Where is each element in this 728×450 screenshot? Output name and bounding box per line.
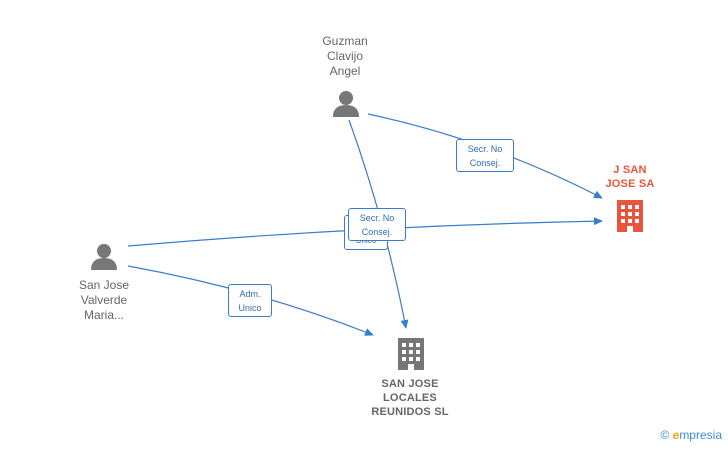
edge-label-line: Consej. [469,158,501,168]
edge-label-line: Unico [238,303,262,313]
person-icon[interactable] [91,244,117,270]
person-label-san-jose[interactable]: San Jose Valverde Maria... [56,278,152,323]
company-label-j-san-jose[interactable]: J SAN JOSE SA [590,163,670,191]
company-label-san-jose-locales[interactable]: SAN JOSE LOCALES REUNIDOS SL [355,377,465,419]
company-name-line: REUNIDOS SL [371,406,449,418]
person-name-line: San Jose [78,278,130,292]
empresia-watermark[interactable]: © empresia [660,428,722,442]
edge-label-line: Secr. No [359,213,395,223]
edge-label-line: Secr. No [467,144,503,154]
building-icon[interactable] [398,338,424,370]
copyright-symbol: © [660,428,670,442]
person-name-line: Valverde [80,293,128,307]
brand-name: mpresia [679,428,722,442]
edge-label-sanjose-locales: Adm. Unico [228,284,272,317]
person-name-line: Maria... [83,308,124,322]
edge-label-line: Consej. [361,227,393,237]
person-name-line: Guzman [322,34,368,48]
building-icon[interactable] [617,200,643,232]
person-label-guzman[interactable]: Guzman Clavijo Angel [300,34,390,79]
company-name-line: JOSE SA [605,178,655,190]
edge-label-line: Adm. [239,289,261,299]
company-name-line: SAN JOSE [381,378,439,390]
person-name-line: Clavijo [326,49,363,63]
person-name-line: Angel [329,64,361,78]
company-name-line: J SAN [613,164,647,176]
edge-label-guzman-jsan: Secr. No Consej. [456,139,514,172]
company-name-line: LOCALES [383,392,437,404]
edge-label-sanjose-jsan: Secr. No Consej. [348,208,406,241]
brand-initial: e [672,428,680,442]
person-icon[interactable] [333,91,359,117]
